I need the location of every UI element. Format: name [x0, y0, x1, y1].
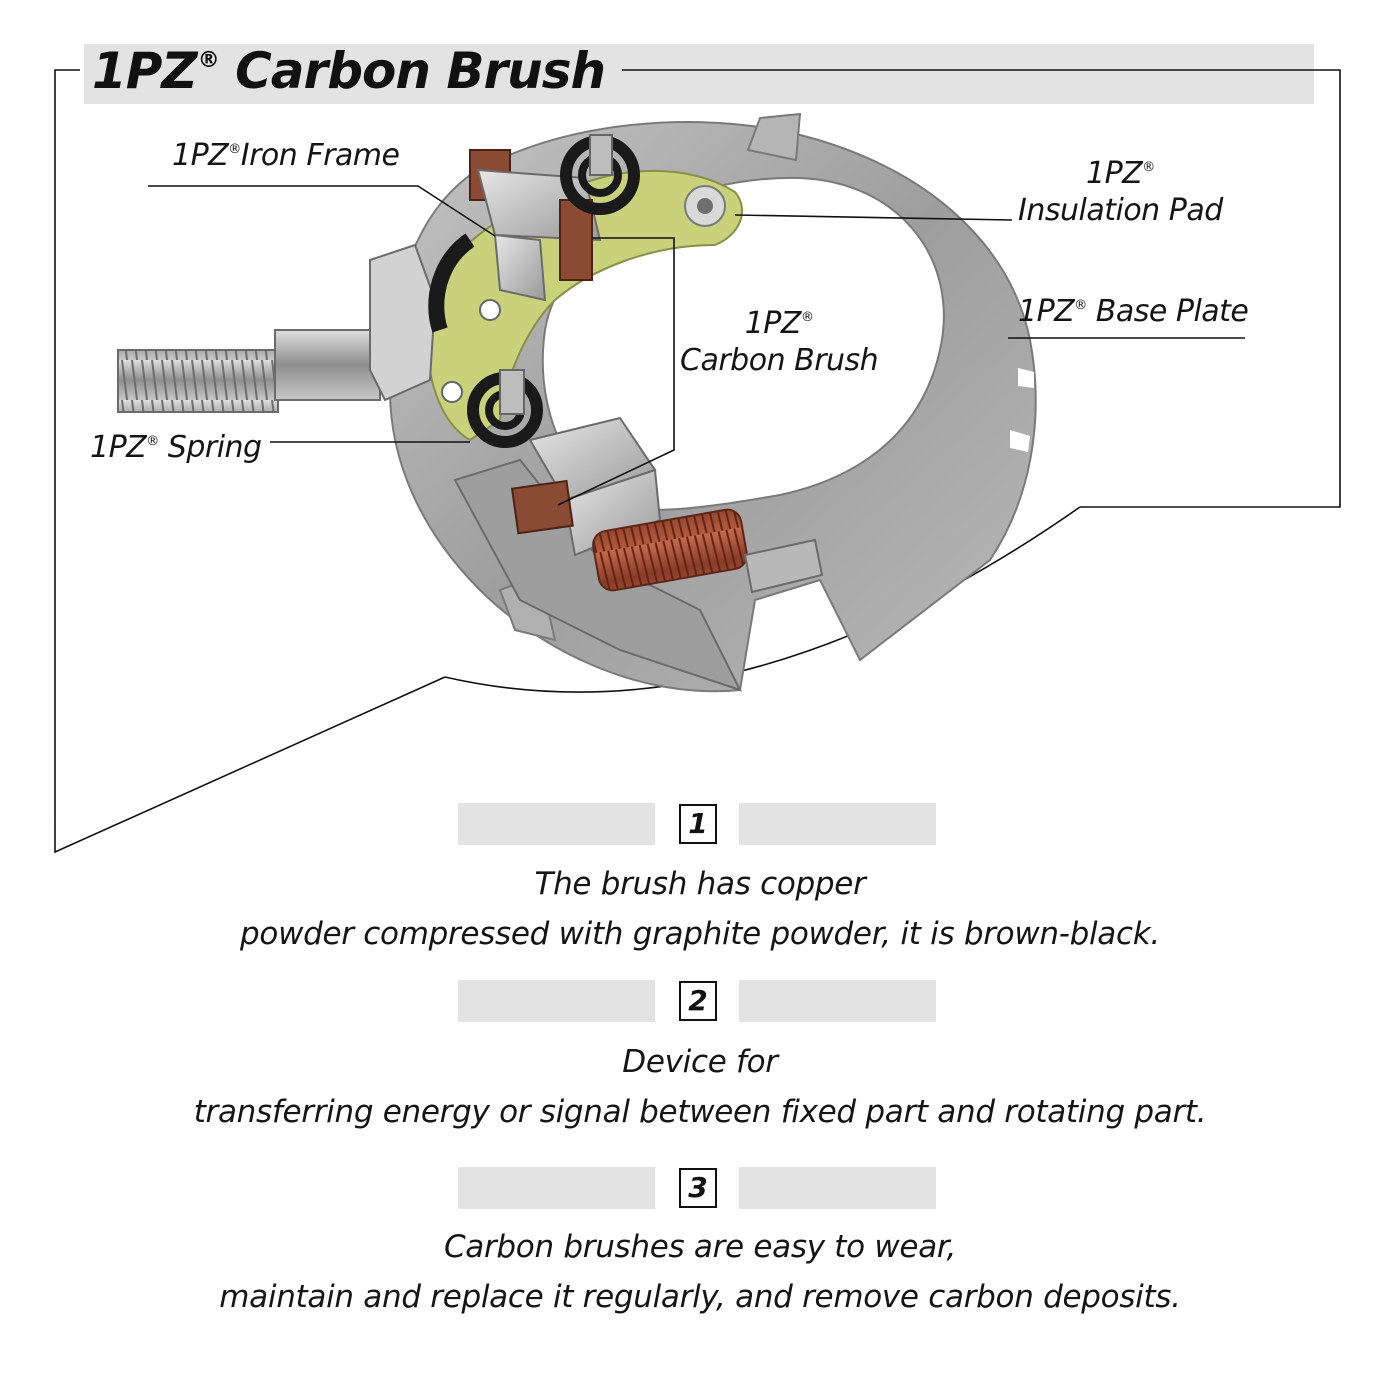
title-band [84, 44, 1314, 104]
divider-bar [458, 1167, 655, 1209]
divider-bar [458, 803, 655, 845]
feature-1-number: 1 [679, 804, 717, 844]
feature-2-number: 2 [679, 981, 717, 1021]
label-base-plate: 1PZ® Base Plate [1018, 294, 1249, 329]
callout-frame [54, 69, 1341, 854]
page-title: 1PZ® Carbon Brush [92, 42, 606, 100]
feature-3-description: Carbon brushes are easy to wear, maintai… [219, 1229, 1181, 1315]
terminal-bolt [117, 243, 437, 413]
leader-insulation-pad [734, 214, 1013, 221]
divider-bar [739, 803, 936, 845]
label-carbon-brush: 1PZ® Carbon Brush [680, 306, 879, 378]
label-spring: 1PZ® Spring [90, 430, 262, 465]
leader-carbon-brush [557, 237, 675, 506]
upper-brush-assembly [428, 134, 640, 333]
feature-1-header: 1 [458, 803, 936, 845]
feature-3-header: 3 [458, 1167, 936, 1209]
label-iron-frame: 1PZ®Iron Frame [172, 138, 400, 173]
lower-brush-assembly [453, 369, 824, 692]
label-insulation-pad: 1PZ® Insulation Pad [1018, 156, 1223, 228]
leader-iron-frame [148, 185, 496, 237]
leader-lines [148, 185, 1245, 506]
feature-2-header: 2 [458, 980, 936, 1022]
feature-3-number: 3 [679, 1168, 717, 1208]
feature-2-description: Device for transferring energy or signal… [193, 1044, 1207, 1130]
divider-bar [739, 1167, 936, 1209]
divider-bar [739, 980, 936, 1022]
feature-1-description: The brush has copper powder compressed w… [240, 866, 1160, 952]
divider-bar [458, 980, 655, 1022]
